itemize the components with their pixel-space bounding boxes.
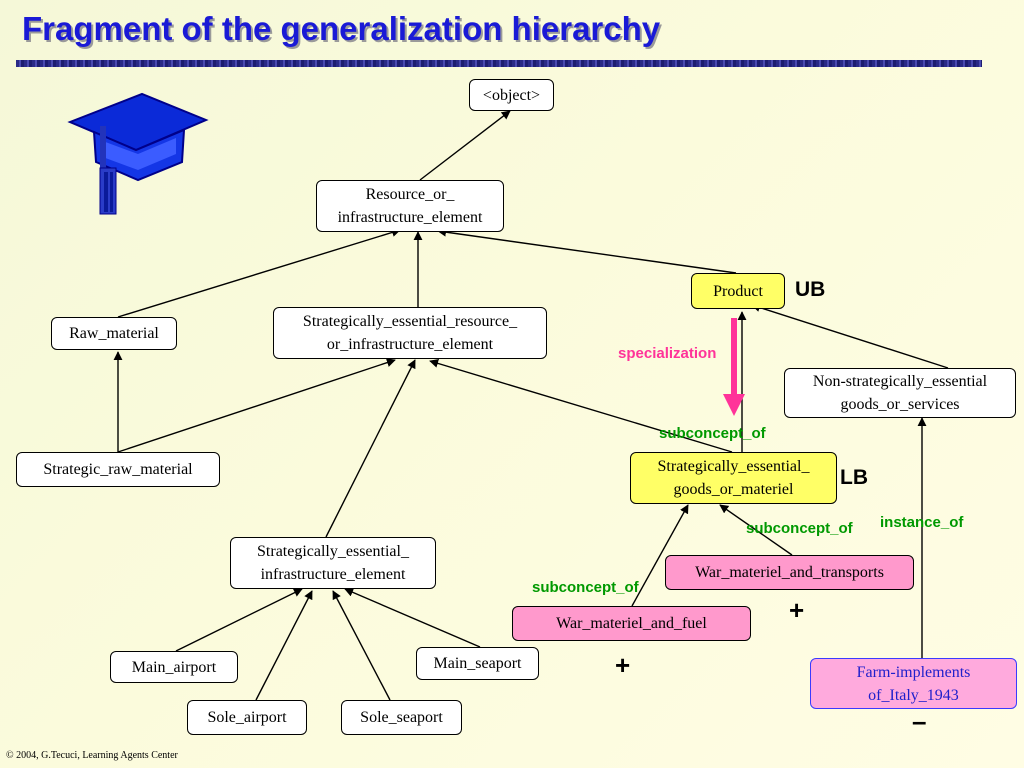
node-war-materiel-and-fuel: War_materiel_and_fuel xyxy=(512,606,751,641)
label-ub: UB xyxy=(795,278,826,301)
label-subconcept-of-transports: subconcept_of xyxy=(746,520,853,537)
node-strategic-raw-material: Strategic_raw_material xyxy=(16,452,220,487)
label-subconcept-of-fuel: subconcept_of xyxy=(532,579,639,596)
label-instance-of: instance_of xyxy=(880,514,964,531)
node-sole-seaport: Sole_seaport xyxy=(341,700,462,735)
title-divider xyxy=(16,60,982,67)
edge-sei-sere xyxy=(325,359,416,538)
node-object: <object> xyxy=(469,79,554,111)
edge-nonstrat-product xyxy=(751,303,949,369)
edge-strat-raw-sere xyxy=(117,358,396,453)
label-subconcept-of-lb: subconcept_of xyxy=(659,425,766,442)
footer-copyright: © 2004, G.Tecuci, Learning Agents Center xyxy=(6,750,178,761)
node-main-seaport: Main_seaport xyxy=(416,647,539,680)
graduation-cap-icon xyxy=(67,92,209,215)
edge-war-fuel-segm xyxy=(631,504,689,607)
label-specialization: specialization xyxy=(618,345,717,362)
edge-main-airport-sei xyxy=(175,588,303,652)
edge-sole-airport-sei xyxy=(255,590,313,701)
node-non-strategically-essential: Non-strategically_essential goods_or_ser… xyxy=(784,368,1016,418)
edge-raw-resource xyxy=(117,228,401,318)
node-resource-or-infrastructure-element: Resource_or_ infrastructure_element xyxy=(316,180,504,232)
edge-segm-sere xyxy=(429,359,733,453)
plus-sign-transports: + xyxy=(789,595,805,625)
specialization-arrowhead xyxy=(723,394,745,416)
minus-sign-farm: – xyxy=(912,706,927,736)
slide-title: Fragment of the generalization hierarchy xyxy=(22,10,661,47)
node-strategically-essential-goods: Strategically_essential_ goods_or_materi… xyxy=(630,452,837,504)
edge-war-transports-segm xyxy=(719,504,793,556)
node-farm-implements-italy-1943: Farm-implements of_Italy_1943 xyxy=(810,658,1017,709)
node-war-materiel-and-transports: War_materiel_and_transports xyxy=(665,555,914,590)
label-lb: LB xyxy=(840,466,868,489)
node-product: Product xyxy=(691,273,785,309)
node-strategically-essential-resource: Strategically_essential_resource_ or_inf… xyxy=(273,307,547,359)
plus-sign-fuel: + xyxy=(615,650,631,680)
edge-main-seaport-sei xyxy=(344,588,481,648)
node-raw-material: Raw_material xyxy=(51,317,177,350)
node-sole-airport: Sole_airport xyxy=(187,700,307,735)
edge-sole-seaport-sei xyxy=(332,590,391,701)
node-main-airport: Main_airport xyxy=(110,651,238,683)
edge-product-resource xyxy=(437,227,737,274)
edge-resource-object xyxy=(419,110,511,181)
node-strategically-essential-infrastructure: Strategically_essential_ infrastructure_… xyxy=(230,537,436,589)
